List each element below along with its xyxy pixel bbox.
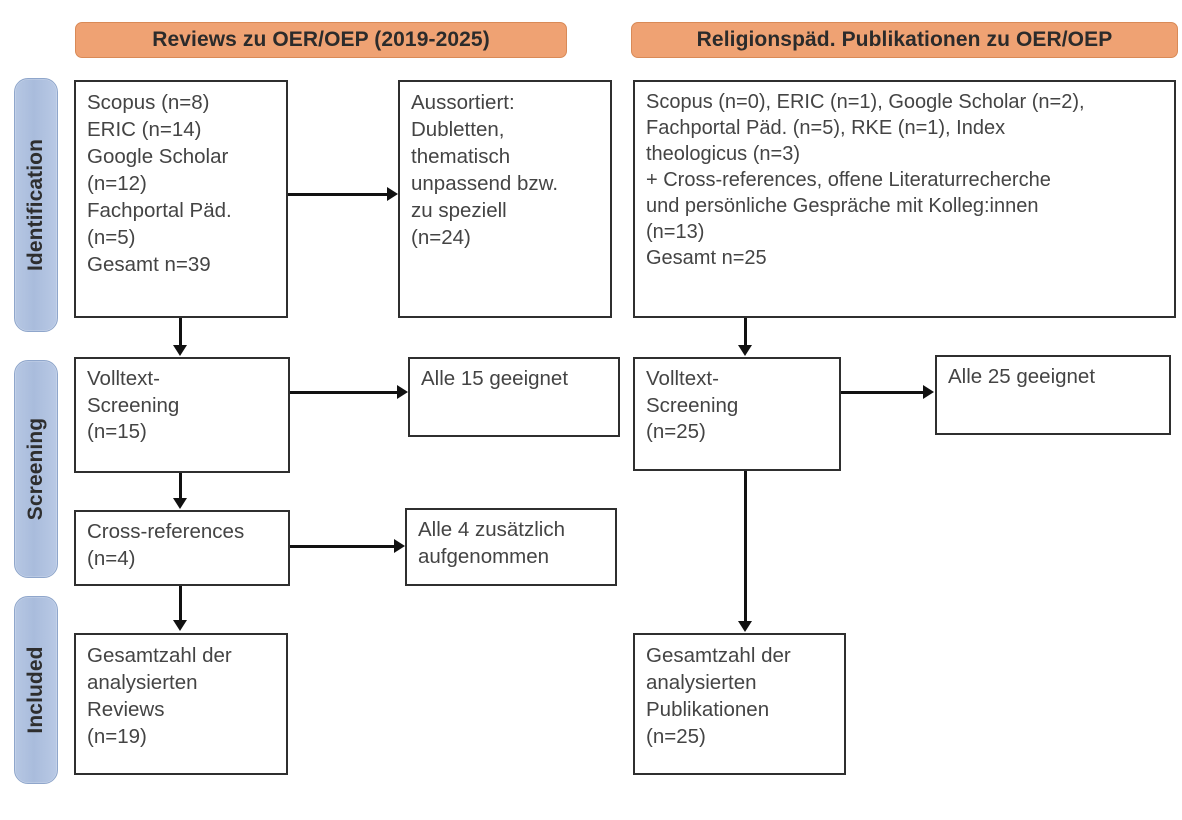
left-included-box: Gesamtzahl der analysierten Reviews (n=1… [74,633,288,775]
right-sources-line: (n=13) [646,221,705,243]
left-fulltext-line: Volltext- [87,367,160,390]
stage-label-identification: Identification [14,78,58,332]
connector-left-crossref-to-included [179,586,182,622]
arrowhead-right-sources-to-fulltext [738,345,752,356]
left-excluded-box: Aussortiert: Dubletten, thematisch unpas… [398,80,612,318]
left-fulltext-line: Screening [87,393,180,417]
connector-left-sources-to-fulltext [179,318,182,347]
right-included-line: Gesamtzahl der [646,644,791,667]
connector-left-crossref-to-result [290,545,396,548]
right-sources-line: Scopus (n=0), ERIC (n=1), Google Scholar… [646,91,1085,113]
right-sources-line: Gesamt n=25 [646,247,767,269]
left-crossref-result-line: Alle 4 zusätzlich [418,518,565,541]
right-fulltext-result-line: Alle 25 geeignet [948,365,1096,388]
left-excluded-line: thematisch [411,145,511,169]
left-sources-line: Google Scholar [87,145,229,169]
right-included-line: (n=25) [646,725,706,749]
arrowhead-left-fulltext-to-crossref [173,498,187,509]
right-sources-box: Scopus (n=0), ERIC (n=1), Google Scholar… [633,80,1176,318]
left-crossref-box: Cross-references (n=4) [74,510,290,586]
right-included-line: Publikationen [646,698,770,722]
right-fulltext-box: Volltext- Screening (n=25) [633,357,841,471]
left-fulltext-line: (n=15) [87,420,147,444]
right-sources-line: + Cross-references, offene Literaturrech… [646,169,1051,191]
left-excluded-line: unpassend bzw. [411,172,559,196]
connector-left-fulltext-to-result [290,391,399,394]
column-header-left-text: Reviews zu OER/OEP (2019-2025) [152,28,490,51]
right-fulltext-line: Volltext- [646,367,719,390]
right-fulltext-line: Screening [646,393,739,417]
left-excluded-line: (n=24) [411,226,471,250]
left-sources-line: Gesamt n=39 [87,253,211,277]
stage-label-screening: Screening [14,360,58,578]
left-crossref-result-line: aufgenommen [418,544,550,568]
arrowhead-left-fulltext-to-result [397,385,408,399]
connector-right-sources-to-fulltext [744,318,747,347]
connector-right-fulltext-to-included [744,471,747,623]
left-crossref-line: (n=4) [87,546,136,570]
left-excluded-line: Aussortiert: [411,91,515,114]
connector-left-fulltext-to-crossref [179,473,182,500]
arrowhead-left-crossref-to-included [173,620,187,631]
connector-right-fulltext-to-result [841,391,925,394]
right-sources-line: theologicus (n=3) [646,143,800,165]
stage-label-screening-text: Screening [24,417,47,521]
left-sources-box: Scopus (n=8) ERIC (n=14) Google Scholar … [74,80,288,318]
left-fulltext-result-line: Alle 15 geeignet [421,367,569,390]
left-crossref-result-box: Alle 4 zusätzlich aufgenommen [405,508,617,586]
column-header-right: Religionspäd. Publikationen zu OER/OEP [631,22,1178,58]
left-included-line: analysierten [87,671,198,695]
left-fulltext-box: Volltext- Screening (n=15) [74,357,290,473]
left-sources-line: ERIC (n=14) [87,118,202,142]
right-fulltext-line: (n=25) [646,420,706,444]
right-sources-line: und persönliche Gespräche mit Kolleg:inn… [646,195,1039,217]
right-included-line: analysierten [646,671,757,695]
left-included-line: Gesamtzahl der [87,644,232,667]
right-sources-line: Fachportal Päd. (n=5), RKE (n=1), Index [646,117,1006,139]
left-crossref-line: Cross-references [87,520,245,543]
arrowhead-left-crossref-to-result [394,539,405,553]
left-excluded-line: Dubletten, [411,118,505,142]
arrowhead-left-sources-to-fulltext [173,345,187,356]
left-excluded-line: zu speziell [411,199,507,223]
column-header-right-text: Religionspäd. Publikationen zu OER/OEP [696,28,1113,51]
right-fulltext-result-box: Alle 25 geeignet [935,355,1171,435]
left-sources-line: (n=5) [87,226,136,250]
connector-left-sources-to-excluded [288,193,389,196]
right-included-box: Gesamtzahl der analysierten Publikatione… [633,633,846,775]
column-header-left: Reviews zu OER/OEP (2019-2025) [75,22,567,58]
arrowhead-right-fulltext-to-result [923,385,934,399]
stage-label-identification-text: Identification [24,138,47,272]
left-sources-line: (n=12) [87,172,147,196]
stage-label-included: Included [14,596,58,784]
arrowhead-right-fulltext-to-included [738,621,752,632]
arrowhead-left-sources-to-excluded [387,187,398,201]
left-included-line: Reviews [87,698,165,722]
left-sources-line: Fachportal Päd. [87,199,232,223]
left-sources-line: Scopus (n=8) [87,91,210,114]
left-included-line: (n=19) [87,725,147,749]
stage-label-included-text: Included [24,646,47,734]
left-fulltext-result-box: Alle 15 geeignet [408,357,620,437]
